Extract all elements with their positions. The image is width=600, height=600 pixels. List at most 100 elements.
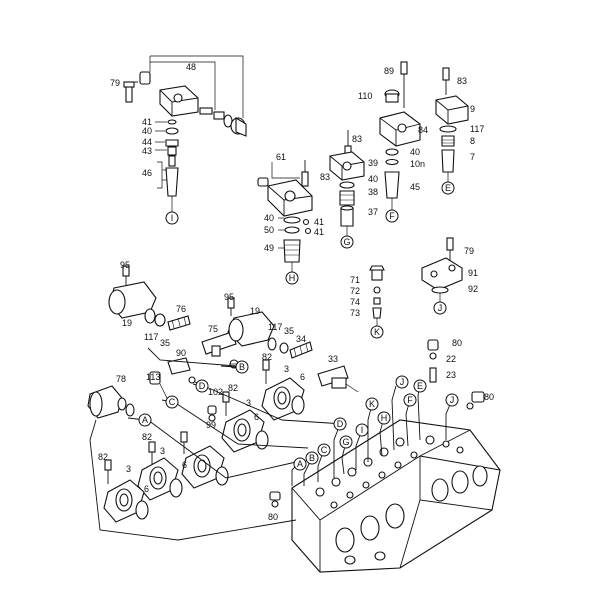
callout-117: 117 — [470, 124, 484, 134]
valve-housing — [291, 419, 501, 573]
callout-3: 3 — [284, 364, 289, 374]
tag-K-housing: K — [365, 397, 379, 411]
assembly-84 — [379, 61, 421, 210]
assembly-75-76 — [167, 315, 239, 369]
svg-text:A: A — [142, 415, 148, 425]
svg-text:F: F — [389, 211, 395, 221]
callout-92: 92 — [468, 284, 478, 294]
callout-50: 50 — [264, 225, 274, 235]
callout-61: 61 — [276, 152, 286, 162]
tag-H-housing: H — [377, 411, 391, 425]
svg-text:C: C — [169, 397, 176, 407]
callout-82: 82 — [228, 383, 238, 393]
svg-text:B: B — [239, 362, 245, 372]
callout-75: 75 — [208, 324, 218, 334]
svg-text:E: E — [445, 183, 451, 193]
svg-text:G: G — [343, 237, 350, 247]
svg-text:H: H — [289, 273, 296, 283]
svg-text:E: E — [417, 381, 423, 391]
tag-G-housing: G — [339, 435, 353, 449]
callout-6: 6 — [144, 484, 149, 494]
callout-6: 6 — [182, 460, 187, 470]
callout-76: 76 — [176, 304, 186, 314]
callout-33: 33 — [328, 354, 338, 364]
tag-K-top: K — [370, 325, 384, 339]
callout-44: 44 — [142, 137, 152, 147]
callout-83: 83 — [352, 134, 362, 144]
callout-35: 35 — [160, 338, 170, 348]
svg-text:I: I — [171, 213, 174, 223]
callout-3: 3 — [126, 464, 131, 474]
callout-82: 82 — [262, 352, 272, 362]
tag-G-top: G — [340, 235, 354, 249]
callout-41: 41 — [314, 217, 324, 227]
callout-40: 40 — [142, 126, 152, 136]
callout-9: 9 — [470, 104, 475, 114]
svg-text:C: C — [321, 445, 328, 455]
callout-102: 102 — [208, 387, 223, 397]
flange-3-bottom — [103, 459, 149, 523]
callout-95: 95 — [120, 260, 130, 270]
svg-text:J: J — [450, 395, 455, 405]
assembly-48 — [123, 55, 247, 212]
housing-ports — [315, 435, 464, 509]
routing-lines — [89, 212, 453, 541]
tag-A-left: A — [138, 413, 152, 427]
assembly-91 — [421, 237, 463, 302]
callout-3: 3 — [246, 398, 251, 408]
callout-6: 6 — [300, 372, 305, 382]
callout-84: 84 — [418, 125, 428, 135]
flange-3-upper-right — [261, 359, 305, 421]
callout-7: 7 — [470, 152, 475, 162]
svg-text:K: K — [369, 399, 375, 409]
tag-J-top: J — [433, 301, 447, 315]
tag-F-top: F — [385, 209, 399, 223]
callout-40: 40 — [410, 147, 420, 157]
svg-text:J: J — [400, 377, 405, 387]
assembly-19-right — [227, 297, 313, 359]
tag-A-housing: A — [293, 457, 307, 471]
callout-117: 117 — [268, 322, 282, 332]
assembly-39 — [329, 130, 365, 236]
tag-J-housing-right: J — [445, 393, 459, 407]
tag-C-housing: C — [317, 443, 331, 457]
callout-71: 71 — [350, 275, 360, 285]
assembly-71 — [369, 265, 385, 326]
callout-83: 83 — [457, 76, 467, 86]
callout-19: 19 — [250, 306, 260, 316]
callout-83: 83 — [320, 172, 330, 182]
assembly-102 — [207, 405, 217, 422]
callout-41: 41 — [142, 117, 152, 127]
callout-113: 113 — [146, 372, 160, 382]
callout-40: 40 — [264, 213, 274, 223]
svg-text:D: D — [337, 419, 344, 429]
callout-39: 39 — [368, 158, 378, 168]
tag-B-left: B — [235, 360, 249, 374]
callout-10n: 10n — [410, 159, 425, 169]
tag-E-housing: E — [413, 379, 427, 393]
callout-35: 35 — [284, 326, 294, 336]
callout-22: 22 — [446, 354, 456, 364]
svg-text:B: B — [309, 453, 315, 463]
tag-B-housing: B — [305, 451, 319, 465]
tag-F-housing: F — [403, 393, 417, 407]
svg-text:K: K — [374, 327, 380, 337]
callout-82: 82 — [142, 432, 152, 442]
flange-3-mid — [221, 391, 269, 453]
callout-labels: 48 79 41 40 44 43 46 61 83 40 50 41 41 4… — [98, 62, 494, 522]
callout-43: 43 — [142, 146, 152, 156]
callout-46: 46 — [142, 168, 152, 178]
callout-40: 40 — [368, 174, 378, 184]
callout-78: 78 — [116, 374, 126, 384]
callout-79: 79 — [464, 246, 474, 256]
callout-90: 90 — [176, 348, 186, 358]
assembly-33 — [317, 365, 359, 393]
svg-text:H: H — [381, 413, 388, 423]
callout-45: 45 — [410, 182, 420, 192]
callout-74: 74 — [350, 297, 360, 307]
callout-73: 73 — [350, 308, 360, 318]
callout-99: 99 — [206, 420, 216, 430]
assembly-78 — [87, 385, 135, 419]
tag-H-top: H — [285, 271, 299, 285]
svg-text:I: I — [361, 425, 364, 435]
